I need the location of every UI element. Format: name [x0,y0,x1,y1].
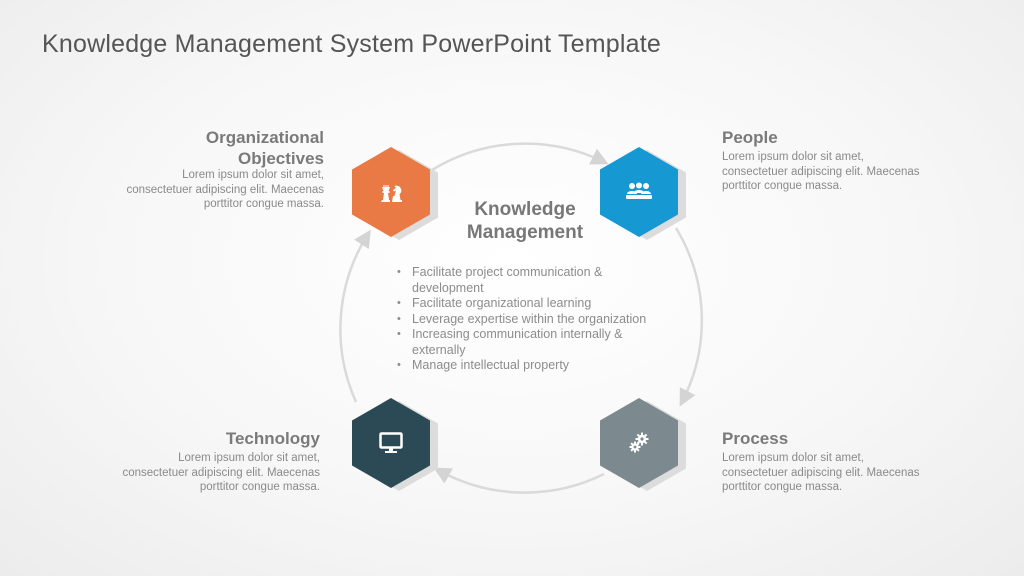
gears-icon [628,432,650,454]
technology-title: Technology [225,429,320,448]
center-title: Knowledge Management [466,199,584,243]
bullet-item: Leverage expertise within the organizati… [396,312,676,328]
objectives-node [352,147,438,240]
process-title: Process [722,429,789,448]
center-bullet-list: Facilitate project communication & devel… [396,265,676,374]
objectives-title: Organizational Objectives [205,128,324,168]
people-hexagon [600,147,678,237]
bullet-item: Facilitate project communication & devel… [396,265,676,296]
team-meeting-icon [625,182,653,202]
slide-title: Knowledge Management System PowerPoint T… [42,30,661,58]
process-hexagon [600,398,678,488]
arrow-right [674,227,704,407]
technology-node [352,398,438,491]
technology-hexagon [352,398,430,488]
bullet-item: Increasing communication internally & ex… [396,327,676,358]
process-description: Lorem ipsum dolor sit amet, consectetuer… [722,452,920,493]
people-node [600,147,686,240]
technology-description: Lorem ipsum dolor sit amet, consectetuer… [122,452,320,493]
bullet-item: Manage intellectual property [396,358,676,374]
arrow-top [431,142,609,172]
bullet-item: Facilitate organizational learning [396,296,676,312]
chess-icon [378,180,404,204]
process-node [600,398,686,491]
people-title: People [722,128,778,147]
objectives-hexagon [352,147,430,237]
arrow-bottom [433,467,605,494]
monitor-icon [379,432,403,454]
people-description: Lorem ipsum dolor sit amet, consectetuer… [722,151,920,192]
arrow-left [339,229,371,403]
objectives-description: Lorem ipsum dolor sit amet, consectetuer… [126,169,324,210]
